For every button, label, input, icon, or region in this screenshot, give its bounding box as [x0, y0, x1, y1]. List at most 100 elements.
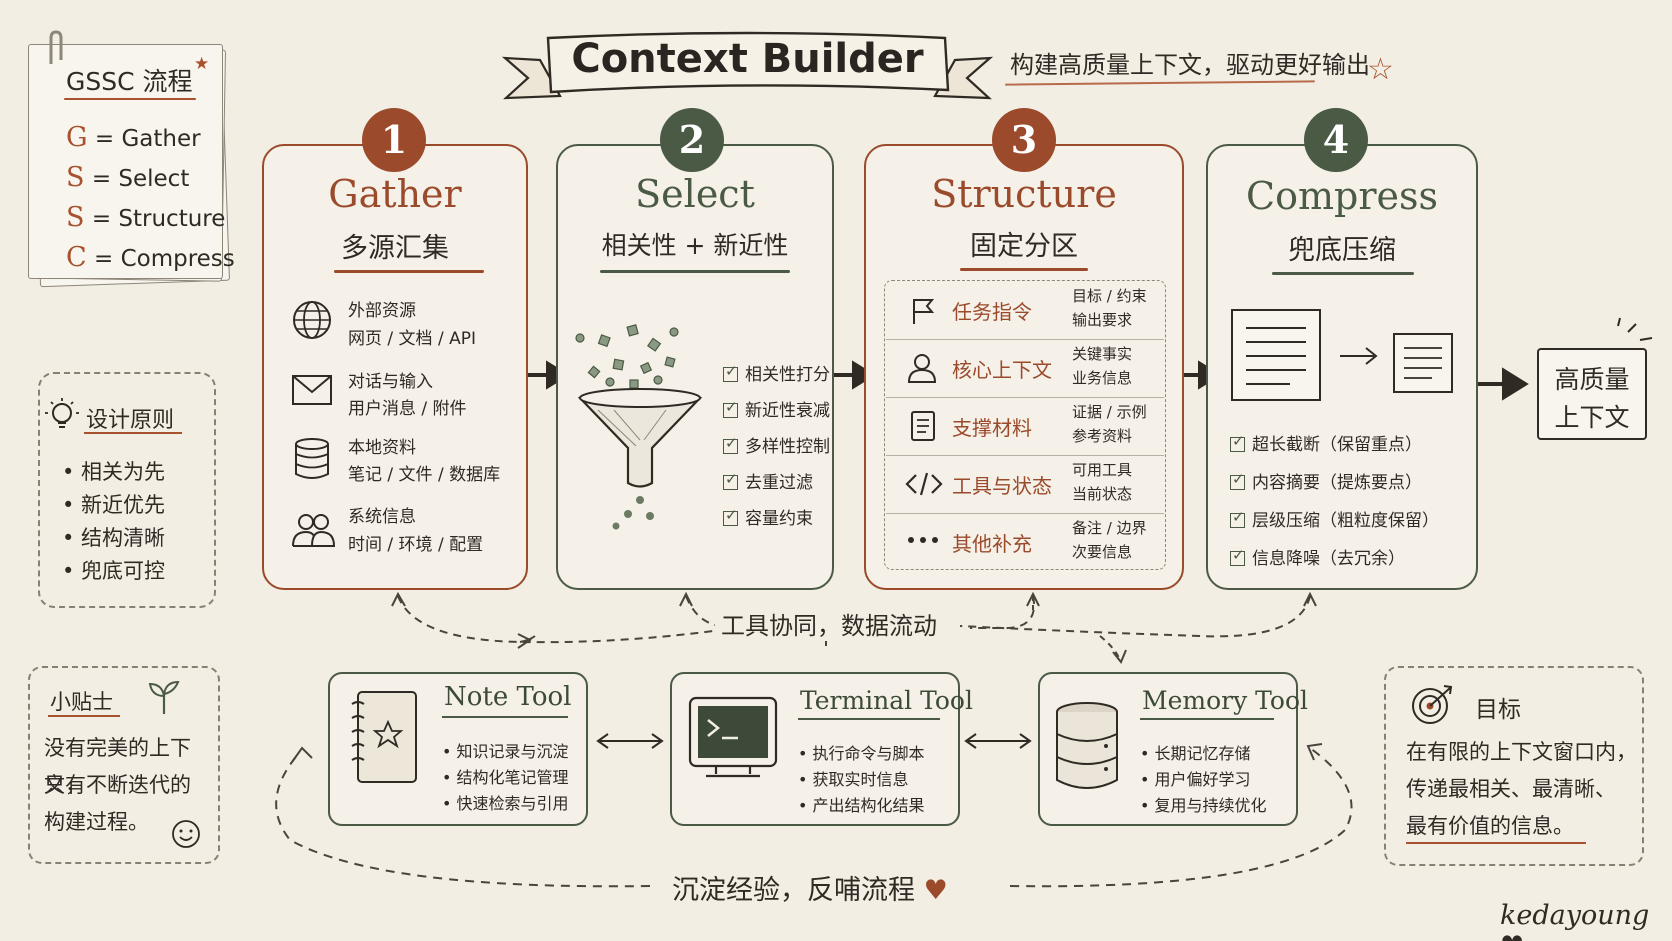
tool-feature: • 快速检索与引用	[442, 794, 569, 813]
tool-feature: • 产出结构化结果	[798, 796, 925, 815]
stage-title-zh: 相关性 + 新近性	[601, 231, 789, 260]
gssc-row-gather: G = Gather	[66, 122, 201, 153]
stage-title-en: Gather	[328, 172, 462, 216]
star-icon: ★	[194, 54, 210, 74]
funnel-icon	[575, 324, 703, 530]
tool-feature: • 获取实时信息	[798, 770, 909, 789]
structure-divider	[886, 513, 1164, 514]
gssc-text: = Gather	[94, 126, 201, 152]
gssc-letter: S	[66, 202, 85, 233]
lightbulb-icon	[45, 398, 79, 428]
tool-feature: • 复用与持续优化	[1140, 796, 1267, 815]
database-icon	[295, 438, 329, 479]
tool-feature: • 长期记忆存储	[1140, 744, 1251, 763]
structure-desc: 可用工具当前状态	[1072, 461, 1133, 503]
target-icon	[1412, 685, 1453, 724]
principle-item: • 相关为先	[62, 460, 166, 484]
users-icon	[292, 514, 336, 547]
goal-line: 传递最相关、最清晰、	[1406, 777, 1616, 801]
stage-title-zh: 固定分区	[970, 231, 1078, 262]
star-icon: ☆	[1367, 52, 1394, 87]
gather-item-title: 对话与输入	[348, 372, 433, 392]
loop-label: 沉淀经验，反哺流程 ♥	[664, 868, 956, 907]
tool-underline	[798, 718, 940, 720]
tool-name: Note Tool	[444, 682, 572, 712]
gather-item-sub: 笔记 / 文件 / 数据库	[348, 465, 501, 485]
select-check-item: 多样性控制	[723, 432, 830, 457]
gather-item-sub: 网页 / 文档 / API	[348, 329, 476, 349]
tool-name: Terminal Tool	[800, 686, 973, 715]
principles-title: 设计原则	[86, 408, 175, 433]
paperclip-icon	[49, 30, 63, 64]
gssc-row-structure: S = Structure	[66, 202, 225, 233]
stage-number: 2	[660, 108, 724, 172]
output-label: 高质量	[1554, 365, 1630, 394]
structure-row-tools: 工具与状态 可用工具当前状态	[886, 456, 1164, 513]
signature: kedayoung ♥	[1500, 900, 1650, 941]
compress-icon	[1231, 309, 1453, 401]
goal-underline	[1406, 842, 1586, 844]
structure-label: 支撑材料	[952, 416, 1032, 440]
gssc-note	[28, 42, 233, 290]
checkbox-icon	[1230, 432, 1245, 452]
structure-row-core: 核心上下文 关键事实业务信息	[886, 340, 1164, 397]
structure-label: 其他补充	[952, 532, 1032, 556]
principle-item: • 新近优先	[62, 493, 166, 517]
goal-line: 最有价值的信息。	[1406, 814, 1574, 838]
principles-box	[38, 372, 216, 608]
stage-number: 3	[992, 108, 1056, 172]
tip-line: 构建过程。	[44, 810, 149, 834]
database-icon	[1056, 702, 1118, 789]
gssc-text: = Select	[91, 166, 190, 192]
stage-title-en: Structure	[931, 172, 1117, 216]
stage-title-zh: 兜底压缩	[1288, 235, 1396, 266]
checkbox-icon	[1230, 508, 1245, 528]
stage-number: 4	[1304, 108, 1368, 172]
stage-title-en: Select	[635, 172, 755, 216]
page-subtitle: 构建高质量上下文，驱动更好输出	[1010, 51, 1370, 79]
select-check-item: 容量约束	[723, 504, 813, 529]
checkbox-icon	[1230, 470, 1245, 490]
structure-desc: 证据 / 示例参考资料	[1072, 403, 1147, 445]
gssc-text: = Compress	[93, 246, 235, 272]
checkbox-icon	[723, 362, 738, 382]
checkbox-icon	[723, 506, 738, 526]
structure-divider	[886, 455, 1164, 456]
flow-label: 工具协同，数据流动	[715, 606, 943, 641]
globe-icon	[293, 301, 331, 339]
code-icon	[905, 472, 943, 496]
output-box	[1537, 348, 1647, 440]
select-check-item: 去重过滤	[723, 468, 813, 493]
compress-check-item: 信息降噪（去冗余）	[1230, 544, 1405, 569]
flag-icon	[913, 299, 935, 324]
stage-underline	[600, 270, 790, 273]
tip-box	[28, 666, 220, 864]
gssc-row-select: S = Select	[66, 162, 189, 193]
envelope-icon	[292, 375, 332, 405]
select-check-item: 新近性衰减	[723, 396, 830, 421]
stage-number: 1	[362, 108, 426, 172]
structure-label: 任务指令	[952, 300, 1032, 324]
gssc-text: = Structure	[91, 206, 226, 232]
output-label: 上下文	[1554, 403, 1630, 432]
gather-item-sub: 用户消息 / 附件	[348, 399, 467, 419]
structure-desc: 备注 / 边界次要信息	[1072, 519, 1147, 561]
principle-item: • 结构清晰	[62, 526, 166, 550]
heart-icon: ♥	[923, 875, 948, 906]
gather-item-sub: 时间 / 环境 / 配置	[348, 535, 484, 555]
stage-underline	[960, 268, 1088, 271]
structure-desc: 关键事实业务信息	[1072, 345, 1133, 387]
tip-line: 只有不断迭代的	[44, 773, 191, 797]
tip-title: 小贴士	[50, 690, 113, 714]
gather-item-title: 外部资源	[348, 301, 416, 321]
ellipsis-icon	[908, 537, 938, 543]
compress-check-item: 内容摘要（提炼要点）	[1230, 468, 1422, 493]
tool-feature: • 用户偏好学习	[1140, 770, 1251, 789]
structure-label: 工具与状态	[952, 474, 1052, 498]
principles-underline	[84, 432, 182, 434]
tool-feature: • 结构化笔记管理	[442, 768, 569, 787]
tool-name: Memory Tool	[1142, 686, 1309, 715]
structure-divider	[886, 339, 1164, 340]
tip-line: 没有完美的上下文，	[44, 736, 191, 797]
structure-desc: 目标 / 约束输出要求	[1072, 287, 1147, 329]
